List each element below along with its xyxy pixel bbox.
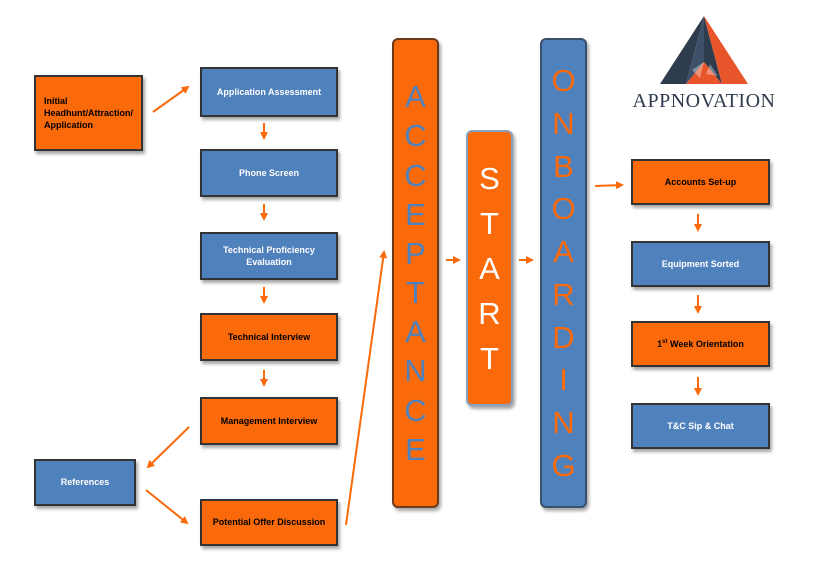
onboarding-letter: D bbox=[552, 319, 575, 355]
equipment-sorted-box: Equipment Sorted bbox=[631, 241, 770, 287]
phone-screen-box: Phone Screen bbox=[200, 149, 338, 197]
technical-interview-label: Technical Interview bbox=[227, 331, 311, 342]
appnovation-logo: APPNOVATION bbox=[626, 14, 782, 114]
acceptance-letter: A bbox=[405, 314, 426, 350]
acceptance-letter: A bbox=[405, 79, 426, 115]
technical-proficiency-box: Technical Proficiency Evaluation bbox=[200, 232, 338, 280]
initial-headhunt-box: Initial Headhunt/Attraction/ Application bbox=[34, 75, 143, 151]
arrow-mgmt-to-references bbox=[146, 426, 190, 469]
application-assessment-box: Application Assessment bbox=[200, 67, 338, 117]
onboarding-letter: I bbox=[559, 362, 568, 398]
onboarding-letter: N bbox=[552, 106, 575, 142]
start-letter: T bbox=[480, 205, 499, 241]
week-orientation-suffix: Week Orientation bbox=[667, 338, 744, 349]
week-orientation-label: 1st Week Orientation bbox=[657, 338, 744, 350]
onboarding-letter: G bbox=[551, 447, 576, 483]
potential-offer-box: Potential Offer Discussion bbox=[200, 499, 338, 546]
onboarding-letter: O bbox=[551, 63, 576, 99]
acceptance-letter: C bbox=[404, 118, 427, 154]
accounts-setup-box: Accounts Set-up bbox=[631, 159, 770, 205]
acceptance-letter: T bbox=[406, 275, 425, 311]
technical-proficiency-label: Technical Proficiency Evaluation bbox=[223, 244, 315, 267]
technical-interview-box: Technical Interview bbox=[200, 313, 338, 361]
references-label: References bbox=[60, 477, 110, 488]
onboarding-letter: A bbox=[553, 234, 574, 270]
appnovation-logo-text: APPNOVATION bbox=[632, 90, 776, 112]
acceptance-letter: N bbox=[404, 353, 427, 389]
acceptance-letter: P bbox=[405, 235, 426, 271]
tc-sip-chat-box: T&C Sip & Chat bbox=[631, 403, 770, 449]
management-interview-label: Management Interview bbox=[220, 415, 318, 426]
arrow-references-to-offer bbox=[145, 489, 189, 525]
start-letter: R bbox=[478, 295, 501, 331]
week-orientation-sup: st bbox=[662, 338, 668, 345]
management-interview-box: Management Interview bbox=[200, 397, 338, 445]
acceptance-letter: E bbox=[405, 196, 426, 232]
arrow-offer-to-acceptance bbox=[345, 250, 388, 526]
phone-screen-label: Phone Screen bbox=[238, 167, 300, 178]
week-orientation-box: 1st Week Orientation bbox=[631, 321, 770, 367]
equipment-sorted-label: Equipment Sorted bbox=[661, 258, 740, 269]
onboarding-letter: R bbox=[552, 276, 575, 312]
start-letter: T bbox=[480, 340, 499, 376]
acceptance-letter: C bbox=[404, 157, 427, 193]
acceptance-letter: E bbox=[405, 431, 426, 467]
acceptance-letter: C bbox=[404, 392, 427, 428]
start-letter: A bbox=[479, 250, 500, 286]
week-orientation-prefix: 1 bbox=[657, 338, 663, 349]
onboarding-letter: B bbox=[553, 148, 574, 184]
arrow-initial-to-assessment bbox=[152, 85, 190, 113]
tc-sip-chat-label: T&C Sip & Chat bbox=[667, 420, 734, 431]
onboarding-letter: O bbox=[551, 191, 576, 227]
appnovation-logo-mark bbox=[660, 16, 748, 84]
potential-offer-label: Potential Offer Discussion bbox=[212, 517, 326, 528]
start-letter: S bbox=[479, 160, 500, 196]
arrow-onboarding-to-accounts bbox=[594, 181, 624, 190]
initial-headhunt-label: Initial Headhunt/Attraction/ Application bbox=[44, 95, 133, 131]
references-box: References bbox=[34, 459, 136, 506]
accounts-setup-label: Accounts Set-up bbox=[664, 176, 737, 187]
application-assessment-label: Application Assessment bbox=[216, 86, 322, 97]
onboarding-letter: N bbox=[552, 404, 575, 440]
